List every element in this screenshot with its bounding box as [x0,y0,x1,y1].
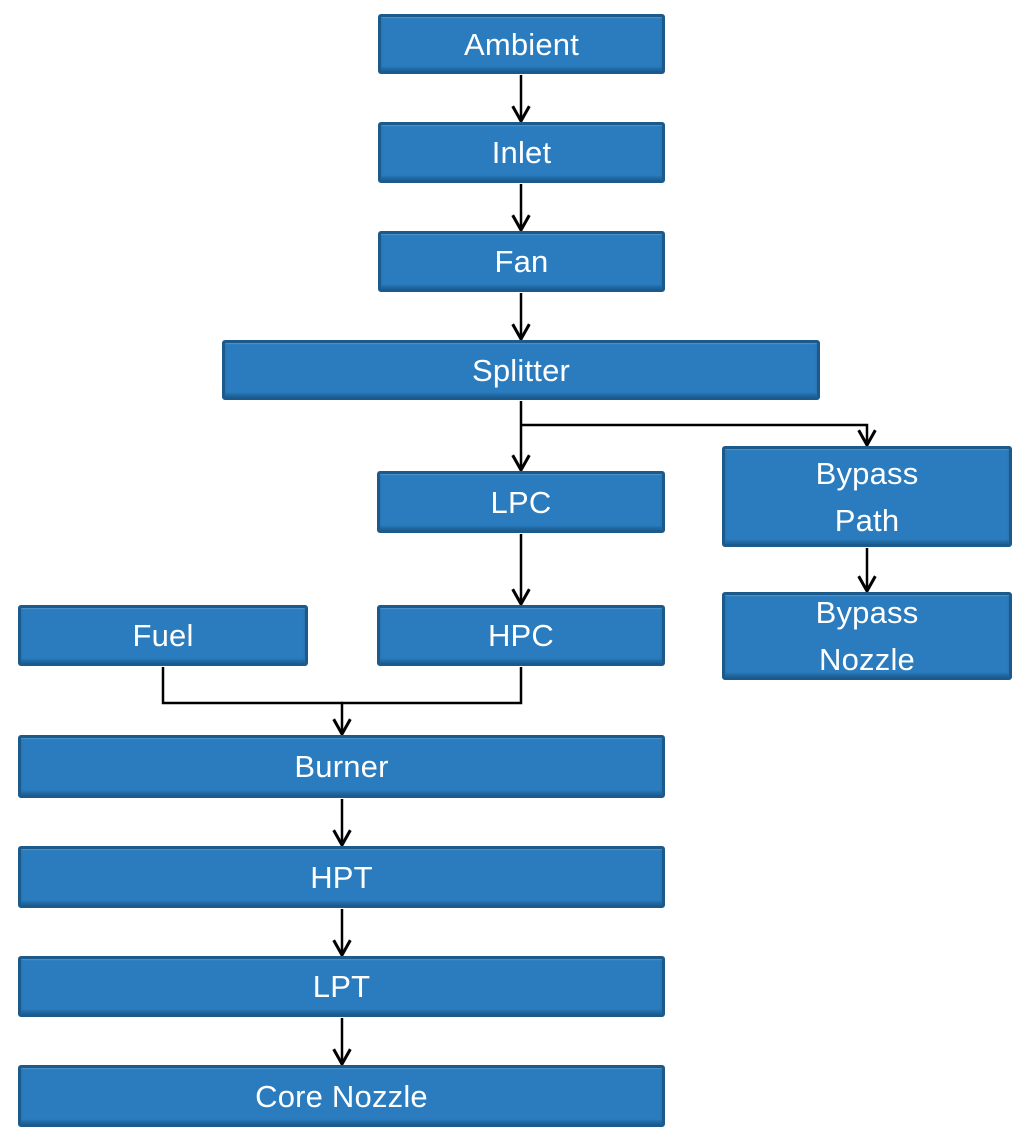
node-label: LPC [490,484,552,520]
node-label: Bypass [815,595,919,630]
node-label: Splitter [471,352,571,388]
node-fuel: Fuel [18,605,308,666]
node-inlet: Inlet [378,122,665,183]
node-ambient: Ambient [378,14,665,74]
node-label: Path [834,502,900,538]
node-fan: Fan [378,231,665,292]
node-label: Burner [294,749,389,784]
node-label: Bypass [815,455,919,491]
node-label: HPT [310,859,373,895]
node-label: Ambient [463,26,580,62]
node-burner: Burner [18,735,665,798]
node-hpc: HPC [377,605,665,666]
node-hpt: HPT [18,846,665,908]
node-label: Core Nozzle [255,1078,428,1114]
edge-fuel-to-merge [161,667,343,705]
node-lpc: LPC [377,471,665,533]
node-label: Fuel [132,618,194,653]
node-core-nozzle: Core Nozzle [18,1065,665,1127]
edge-splitter-to-bypass-path [521,423,867,445]
node-label: Fan [494,244,549,279]
node-lpt: LPT [18,956,665,1017]
edge-hpc-to-merge [341,667,523,705]
node-label: Inlet [491,135,552,170]
node-splitter: Splitter [222,340,820,400]
node-label: HPC [487,618,555,653]
node-label: Nozzle [819,642,915,677]
node-label: LPT [312,969,371,1004]
